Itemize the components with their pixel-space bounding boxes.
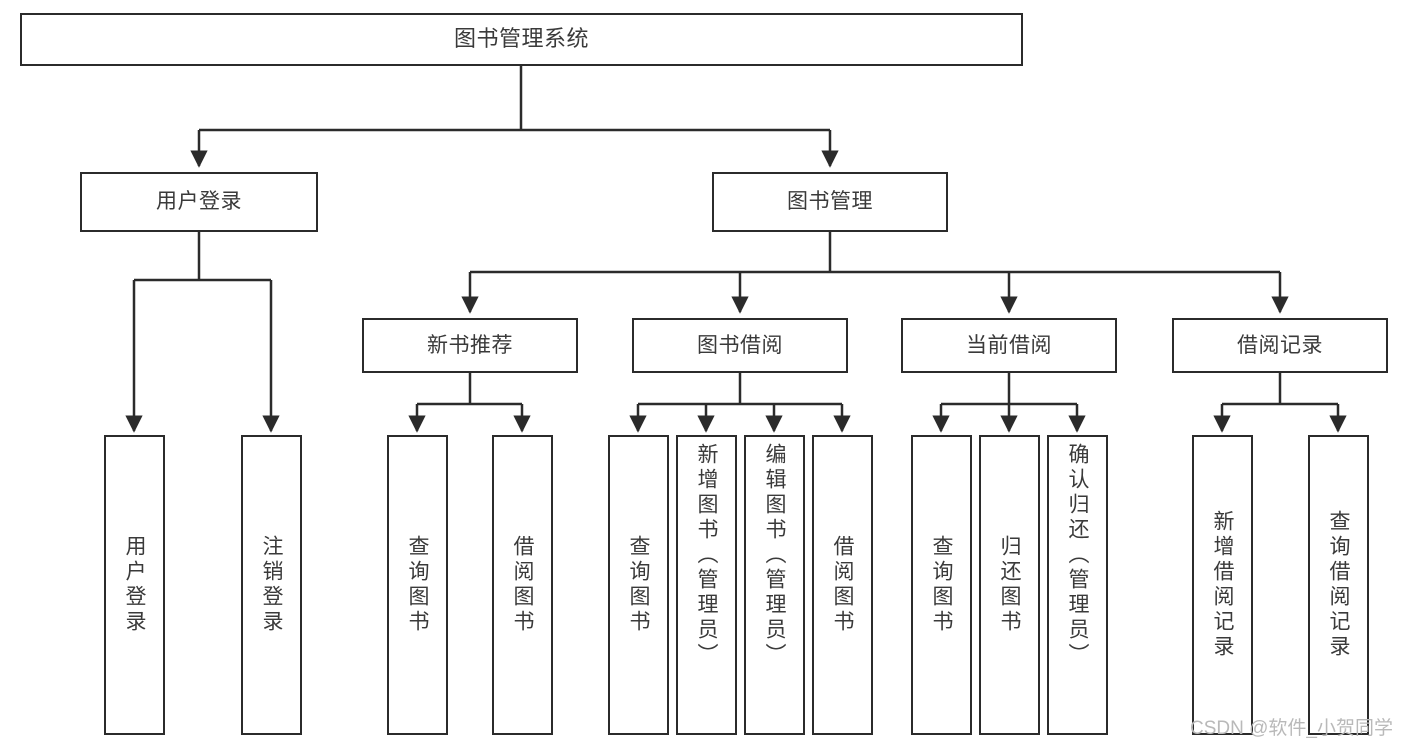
node-leaf-query-book-3-label: 查询图书 xyxy=(930,535,953,635)
node-leaf-edit-book[interactable]: 编辑图书（管理员） xyxy=(744,435,805,735)
node-leaf-add-book[interactable]: 新增图书（管理员） xyxy=(676,435,737,735)
node-leaf-user-login[interactable]: 用户登录 xyxy=(104,435,165,735)
node-root[interactable]: 图书管理系统 xyxy=(20,13,1023,66)
node-current-borrow[interactable]: 当前借阅 xyxy=(901,318,1117,373)
node-leaf-borrow-book-2[interactable]: 借阅图书 xyxy=(812,435,873,735)
node-book-borrow-label: 图书借阅 xyxy=(697,333,783,357)
node-leaf-return-book-label: 归还图书 xyxy=(998,535,1021,635)
node-new-book-recommend[interactable]: 新书推荐 xyxy=(362,318,578,373)
node-leaf-user-login-label: 用户登录 xyxy=(123,535,146,635)
node-leaf-confirm-return[interactable]: 确认归还（管理员） xyxy=(1047,435,1108,735)
node-leaf-query-book-1[interactable]: 查询图书 xyxy=(387,435,448,735)
node-book-management-label: 图书管理 xyxy=(787,190,873,214)
node-leaf-logout[interactable]: 注销登录 xyxy=(241,435,302,735)
node-leaf-query-book-1-label: 查询图书 xyxy=(406,535,429,635)
node-borrow-record[interactable]: 借阅记录 xyxy=(1172,318,1388,373)
node-leaf-return-book[interactable]: 归还图书 xyxy=(979,435,1040,735)
node-leaf-query-book-2-label: 查询图书 xyxy=(627,535,650,635)
node-leaf-borrow-book-2-label: 借阅图书 xyxy=(831,535,854,635)
node-leaf-borrow-book-1[interactable]: 借阅图书 xyxy=(492,435,553,735)
node-user-login[interactable]: 用户登录 xyxy=(80,172,318,232)
node-leaf-query-record[interactable]: 查询借阅记录 xyxy=(1308,435,1369,735)
node-borrow-record-label: 借阅记录 xyxy=(1237,333,1323,357)
node-new-book-recommend-label: 新书推荐 xyxy=(427,333,513,357)
node-book-management[interactable]: 图书管理 xyxy=(712,172,948,232)
csdn-watermark: CSDN @软件_小贺同学 xyxy=(1190,718,1393,739)
node-current-borrow-label: 当前借阅 xyxy=(966,333,1052,357)
node-leaf-edit-book-label: 编辑图书（管理员） xyxy=(763,443,786,668)
node-root-label: 图书管理系统 xyxy=(453,26,589,52)
node-leaf-add-record-label: 新增借阅记录 xyxy=(1211,510,1234,660)
node-leaf-logout-label: 注销登录 xyxy=(260,535,283,635)
node-leaf-query-book-3[interactable]: 查询图书 xyxy=(911,435,972,735)
node-leaf-query-record-label: 查询借阅记录 xyxy=(1327,510,1350,660)
node-book-borrow[interactable]: 图书借阅 xyxy=(632,318,848,373)
node-leaf-add-record[interactable]: 新增借阅记录 xyxy=(1192,435,1253,735)
node-leaf-add-book-label: 新增图书（管理员） xyxy=(695,443,718,668)
node-leaf-confirm-return-label: 确认归还（管理员） xyxy=(1066,443,1089,668)
node-leaf-borrow-book-1-label: 借阅图书 xyxy=(511,535,534,635)
node-user-login-label: 用户登录 xyxy=(156,190,242,214)
node-leaf-query-book-2[interactable]: 查询图书 xyxy=(608,435,669,735)
